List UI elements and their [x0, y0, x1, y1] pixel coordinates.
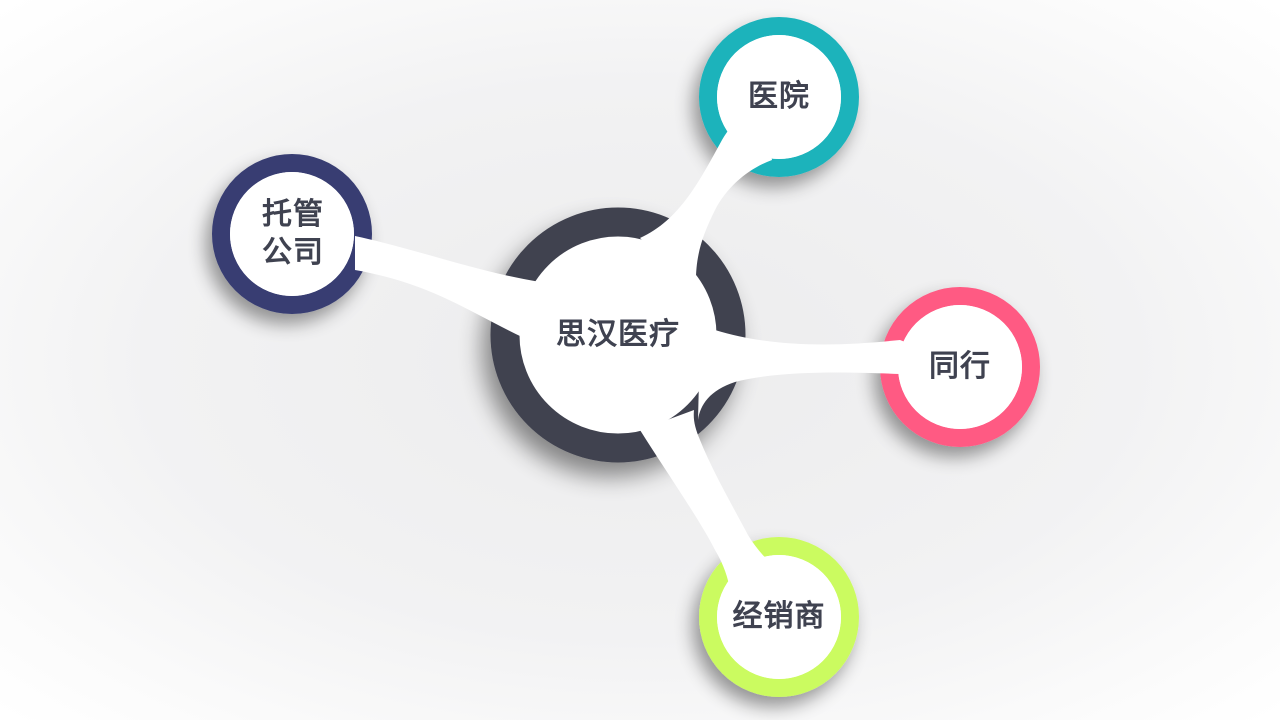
connector-distributor	[640, 410, 790, 590]
connectors	[355, 102, 920, 590]
node-label-hospital: 医院	[748, 79, 810, 114]
node-label-distributor: 经销商	[732, 599, 826, 634]
center-node-label: 思汉医疗	[556, 317, 680, 352]
connector-hospital	[640, 102, 772, 290]
connector-custody	[355, 236, 560, 345]
connector-peers	[698, 330, 920, 420]
node-label-custody: 托管公司	[262, 197, 324, 270]
node-label-peers: 同行	[929, 349, 991, 384]
